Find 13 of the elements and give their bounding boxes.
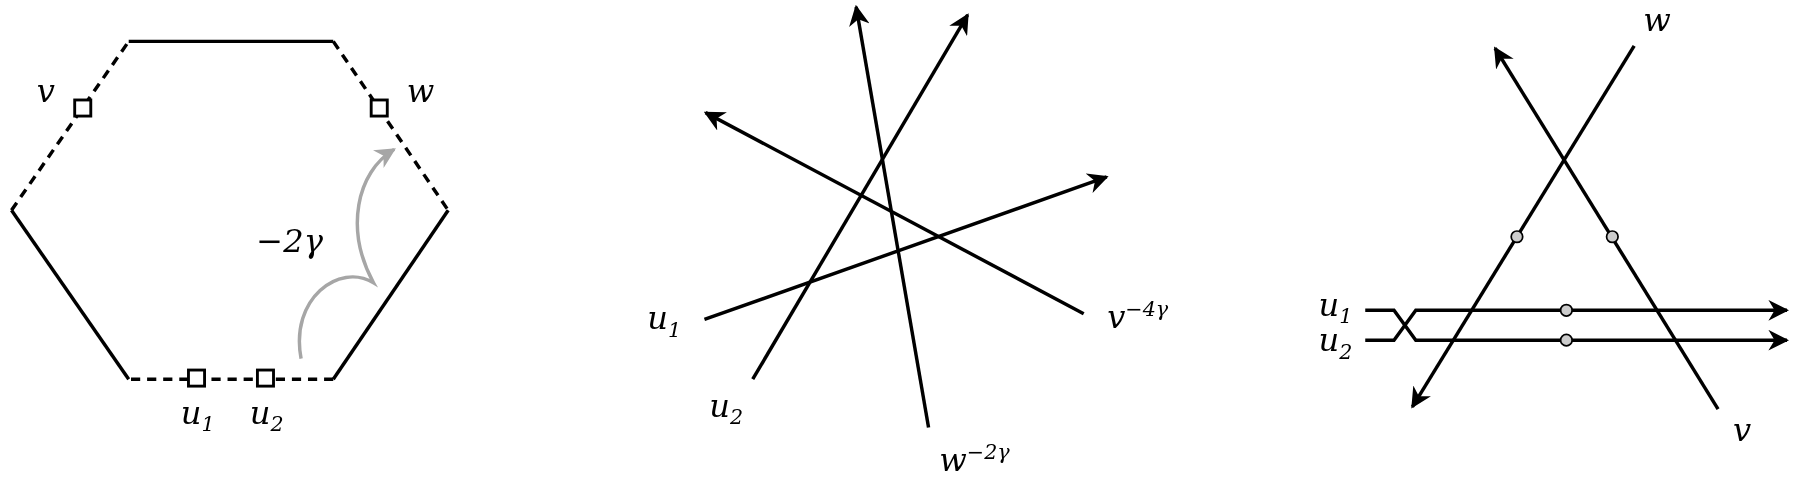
math-label: u$_{2}$ xyxy=(249,397,284,435)
math-label: w$^{−2γ}$ xyxy=(939,442,1010,478)
math-label: v$^{−4γ}$ xyxy=(1107,298,1169,334)
math-label: u$_{1}$ xyxy=(180,397,215,435)
math-label: u$_{1}$ xyxy=(647,303,682,341)
math-label: u$_{2}$ xyxy=(1318,324,1353,363)
math-label: u$_{2}$ xyxy=(709,390,744,428)
math-label: −2γ xyxy=(256,225,323,258)
math-label: v xyxy=(36,75,56,108)
math-label: u$_{1}$ xyxy=(1318,289,1353,327)
math-label: v xyxy=(1733,414,1752,448)
math-label: w xyxy=(406,75,435,108)
math-label: w xyxy=(1643,4,1671,37)
